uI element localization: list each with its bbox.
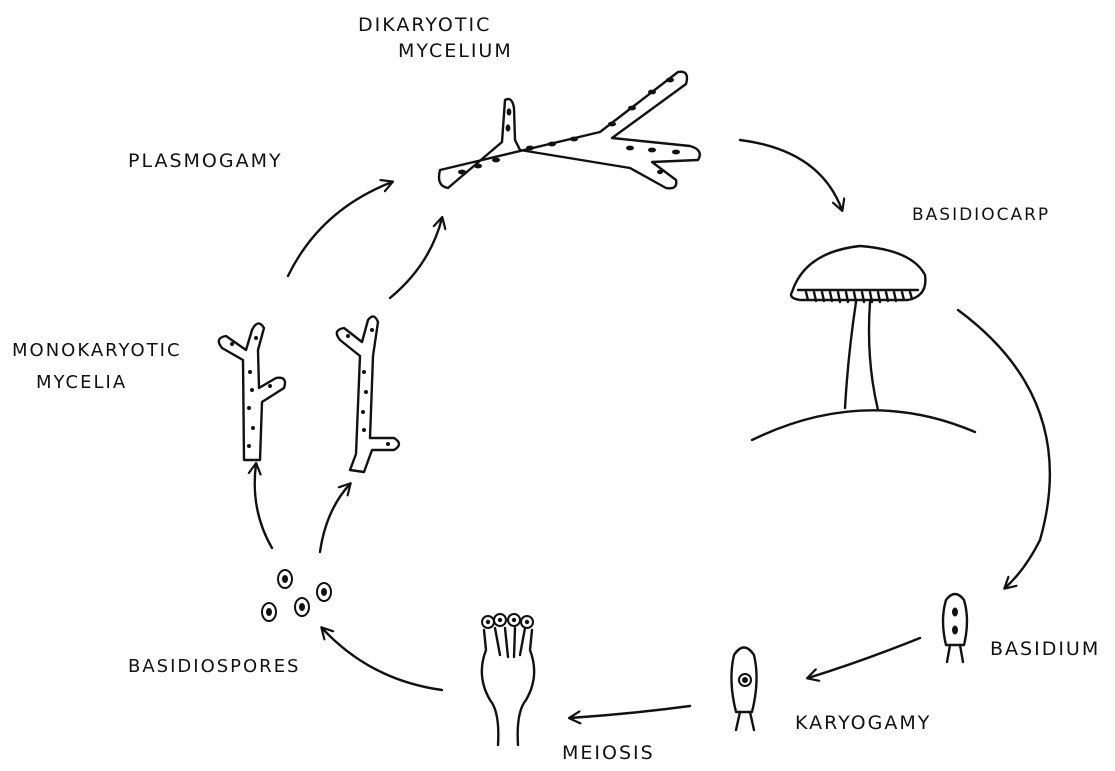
basidium-label: BASIDIUM (990, 638, 1100, 661)
basidiospores-drawing (262, 570, 331, 621)
basidium-drawing (943, 594, 967, 662)
plasmogamy-label: PLASMOGAMY (128, 150, 283, 173)
cycle-arrows (255, 140, 1050, 718)
arrow-plasmogamy-left (288, 182, 392, 276)
monokaryotic-mycelia-drawing (219, 316, 399, 472)
arrow-spore-to-mycelium-right (320, 484, 350, 552)
karyogamy-label: KARYOGAMY (795, 712, 931, 735)
dikaryotic-mycelium-drawing (439, 72, 700, 189)
arrow-karyogamy-to-meiosis (570, 706, 690, 718)
monokaryotic-label-line2: MYCELIA (36, 372, 127, 394)
karyogamy-cell-drawing (731, 648, 756, 731)
basidiocarp-label: BASIDIOCARP (912, 205, 1050, 225)
dikaryotic-label-line2: MYCELIUM (398, 40, 513, 63)
arrow-basidiocarp-to-basidium (958, 310, 1050, 588)
meiosis-drawing (482, 614, 534, 745)
basidiocarp-drawing (752, 246, 975, 440)
monokaryotic-label-line1: MONOKARYOTIC (12, 340, 182, 362)
arrow-spore-to-mycelium-left (255, 464, 272, 548)
arrow-basidium-to-karyogamy (808, 638, 920, 678)
arrow-meiosis-to-basidiospores (322, 628, 442, 690)
arrow-mycelium-to-basidiocarp (740, 140, 842, 210)
dikaryotic-label-line1: DIKARYOTIC (358, 14, 491, 37)
arrow-plasmogamy-right (390, 218, 442, 298)
basidiospores-label: BASIDIOSPORES (128, 656, 301, 678)
meiosis-label: MEIOSIS (562, 742, 655, 765)
